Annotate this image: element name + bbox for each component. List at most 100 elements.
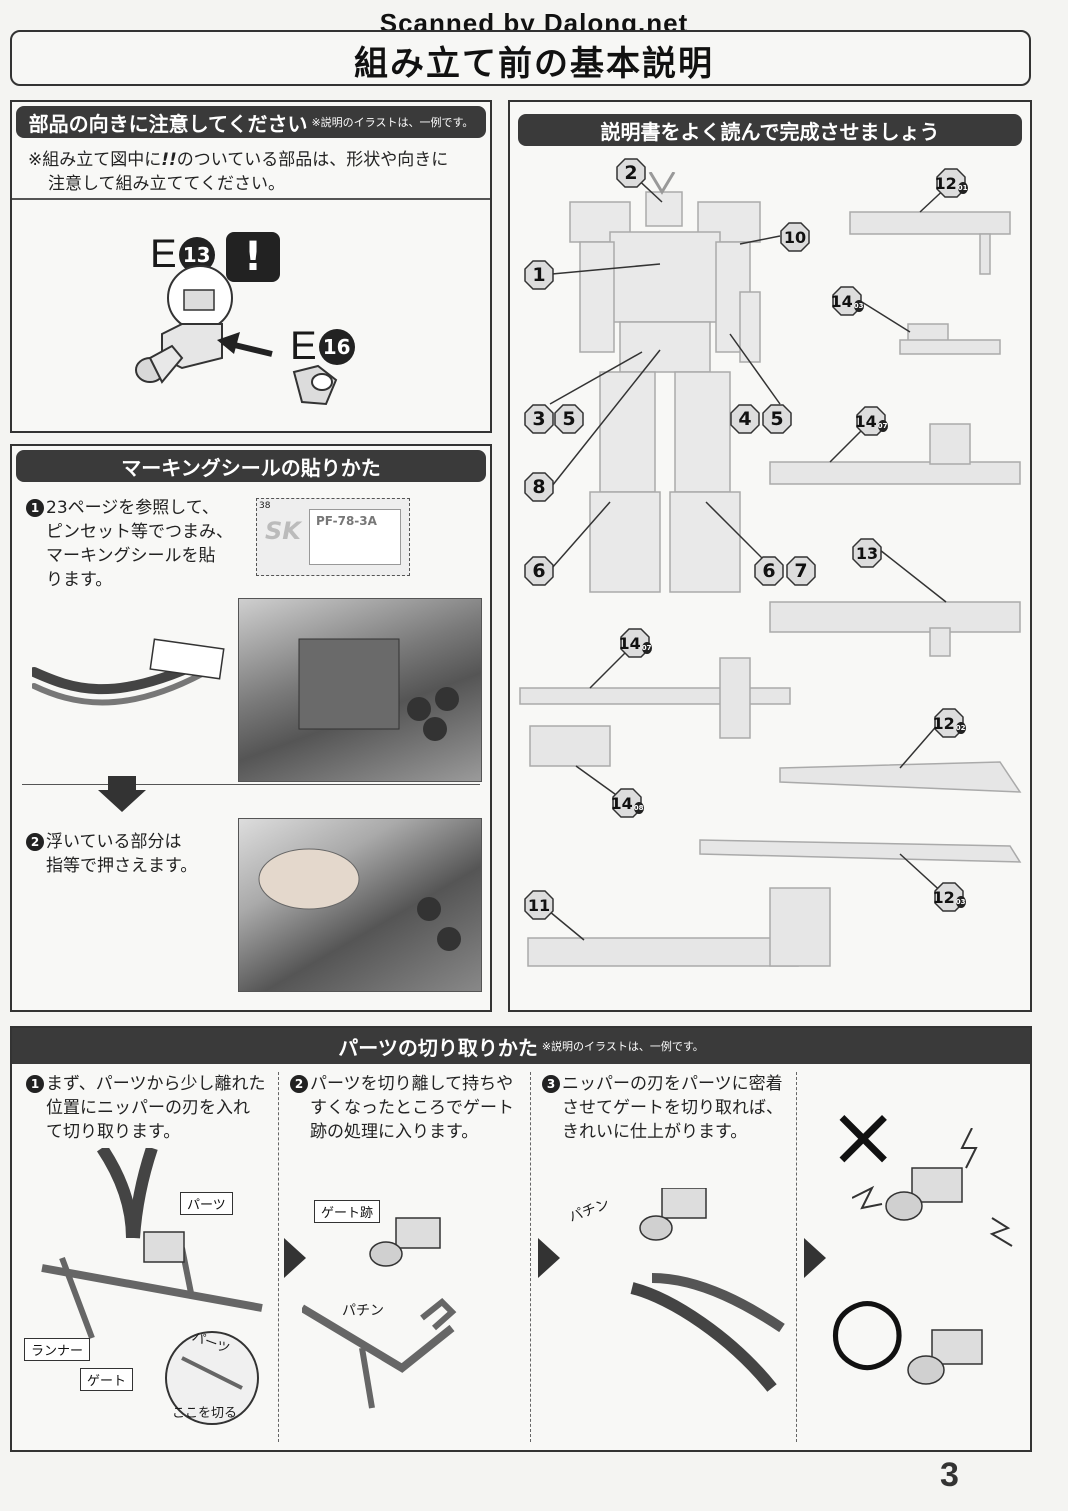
- callout-label: 14: [854, 411, 877, 431]
- callout-10: 10: [780, 222, 810, 252]
- step-line: 位置にニッパーの刃を入れ: [46, 1098, 250, 1118]
- callout-13: 13: [852, 538, 882, 568]
- column-divider: [278, 1072, 279, 1442]
- step-line: 23ページを参照して、: [46, 498, 219, 518]
- step2-illustration: [302, 1217, 457, 1409]
- callout-label: 4: [738, 408, 752, 430]
- page-number: 3: [940, 1456, 959, 1494]
- step-number: 2: [290, 1075, 308, 1093]
- cutting-header-note: ※説明のイラストは、一例です。: [541, 1040, 704, 1053]
- orientation-text: ※組み立て図中に!!のついている部品は、形状や向きに 注意して組み立ててください…: [28, 148, 478, 196]
- callout-label: 14: [830, 291, 853, 311]
- orientation-text-c: 注意して組み立ててください。: [48, 174, 285, 194]
- callout-label: 3: [532, 408, 546, 430]
- label-gate-mark: ゲート跡: [314, 1200, 381, 1223]
- callout-2: 2: [616, 158, 646, 188]
- callout-5a: 5: [554, 404, 584, 434]
- step-line: ピンセット等でつまみ、: [46, 522, 233, 542]
- photo-shapes: [298, 638, 459, 741]
- attention-mark-inline: !!: [161, 150, 177, 170]
- orientation-text-a: ※組み立て図中に: [28, 150, 162, 170]
- step-line: マーキングシールを貼: [46, 546, 216, 566]
- callout-3: 3: [524, 404, 554, 434]
- sticker-sheet: SK 38 PF-78-3A: [256, 498, 410, 576]
- callout-8: 8: [524, 472, 554, 502]
- marking-photo-2: [238, 818, 482, 992]
- orientation-header-text: 部品の向きに注意してください: [28, 111, 308, 136]
- callout-label: 5: [562, 408, 576, 430]
- good-cut-part-illustration: [907, 1329, 983, 1385]
- callout-label: 8: [532, 476, 546, 498]
- callout-sub: 02: [955, 722, 966, 734]
- callout-label: 2: [624, 162, 638, 184]
- step-line: すくなったところでゲート: [310, 1098, 514, 1118]
- cutting-header: パーツの切り取りかた ※説明のイラストは、一例です。: [12, 1028, 1030, 1064]
- arrow-right-icon: [538, 1238, 560, 1278]
- page-title: 組み立て前の基本説明: [354, 44, 714, 84]
- robot-illustration: [569, 172, 761, 593]
- manual-header-text: 説明書をよく読んで完成させましょう: [600, 119, 940, 144]
- step-number: 3: [542, 1075, 560, 1093]
- callout-label: 10: [783, 227, 807, 247]
- step-line: きれいに仕上がります。: [562, 1122, 748, 1142]
- manual-panel: 説明書をよく読んで完成させましょう: [508, 100, 1032, 1012]
- label-cut-here: ここを切る: [172, 1406, 238, 1421]
- orientation-header: 部品の向きに注意してください ※説明のイラストは、一例です。: [16, 106, 486, 138]
- callout-sub: 03: [955, 896, 966, 908]
- wrong-mark: ×: [828, 1087, 899, 1185]
- sticker-logo: SK: [265, 517, 301, 545]
- callout-6b: 6: [754, 556, 784, 586]
- callout-label: 6: [762, 560, 776, 582]
- cutting-header-text: パーツの切り取りかた: [338, 1035, 538, 1060]
- photo-shapes: [258, 848, 461, 951]
- callout-11: 11: [524, 890, 554, 920]
- marking-photo-1: [238, 598, 482, 782]
- arrow-right-icon: [804, 1238, 826, 1278]
- orientation-panel: 部品の向きに注意してください ※説明のイラストは、一例です。 ※組み立て図中に!…: [10, 100, 492, 433]
- label-parts: パーツ: [180, 1192, 233, 1215]
- callout-sub: 07: [877, 420, 888, 432]
- callout-label: 13: [855, 543, 879, 563]
- part-letter: E: [290, 324, 317, 368]
- marking-header-text: マーキングシールの貼りかた: [121, 455, 381, 480]
- column-divider: [796, 1072, 797, 1442]
- title-frame: [10, 30, 1031, 86]
- callout-sub: 08: [633, 802, 644, 814]
- orientation-divider: [12, 198, 490, 200]
- correct-mark: ○: [828, 1276, 907, 1381]
- arrow-right-icon: [284, 1238, 306, 1278]
- step-number: 1: [26, 499, 44, 517]
- part-letter: E: [150, 232, 177, 276]
- orientation-header-note: ※説明のイラストは、一例です。: [311, 116, 474, 129]
- callout-label: 12: [934, 173, 957, 193]
- sticker-number: 38: [259, 501, 271, 511]
- callout-sub: 03: [853, 300, 864, 312]
- callout-4: 4: [730, 404, 760, 434]
- bad-cut-part-illustration: [852, 1128, 1013, 1247]
- step-line: 跡の処理に入ります。: [310, 1122, 479, 1142]
- warning-icon: !: [226, 232, 280, 282]
- label-gate: ゲート: [80, 1368, 134, 1391]
- step-line: て切り取ります。: [46, 1122, 181, 1142]
- step-number: 1: [26, 1075, 44, 1093]
- step1-illustration: [41, 1148, 263, 1425]
- step3-illustration: [630, 1188, 785, 1392]
- callout-label: 11: [527, 895, 551, 915]
- step-line: 浮いている部分は: [46, 832, 182, 852]
- step-line: まず、パーツから少し離れた: [46, 1074, 266, 1094]
- step-line: パーツを切り離して持ちや: [310, 1074, 514, 1094]
- sfx-snap-1: パチン: [342, 1303, 384, 1319]
- marking-divider: [22, 784, 480, 785]
- step-line: させてゲートを切り取れば、: [562, 1098, 783, 1118]
- label-runner: ランナー: [24, 1338, 91, 1361]
- callout-label: 7: [794, 560, 808, 582]
- callout-1: 1: [524, 260, 554, 290]
- callout-6a: 6: [524, 556, 554, 586]
